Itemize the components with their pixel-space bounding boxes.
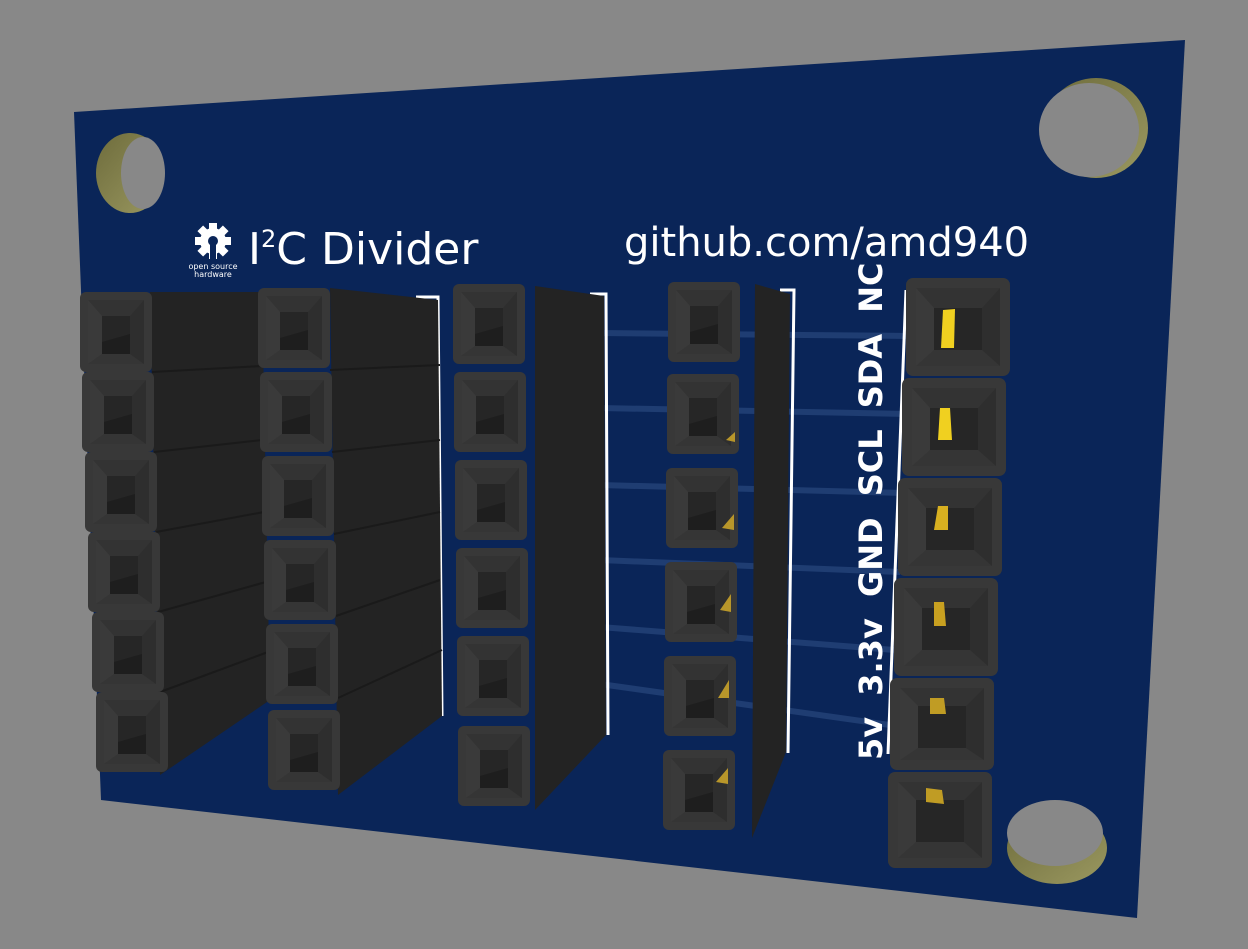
pin-labels: 5v 3.3v GND SCL SDA NC [852, 262, 890, 760]
header-2[interactable] [258, 288, 443, 795]
oshw-logo-line2: hardware [194, 270, 232, 279]
oshw-logo-line1: open source [188, 262, 237, 271]
pin-label-nc: NC [852, 262, 890, 312]
header-5[interactable] [888, 278, 1010, 868]
pin-label-row: 5v 3.3v GND SCL SDA NC [852, 262, 890, 760]
mounting-hole-bottom-right [1007, 800, 1107, 884]
pin-nc [941, 309, 955, 348]
pin-5v [926, 788, 944, 804]
oshw-logo: open source hardware [188, 223, 238, 279]
header-4[interactable] [663, 282, 790, 838]
gear-icon [195, 223, 231, 259]
pin-sda [938, 408, 952, 440]
pin-3v3 [930, 698, 946, 714]
mounting-hole-top-right [1039, 78, 1148, 178]
pin-scl [934, 506, 948, 530]
silkscreen-outlines [416, 288, 908, 755]
header-3[interactable] [453, 284, 606, 810]
pin-gnd [934, 602, 946, 626]
board-title-rest: C Divider [276, 224, 479, 275]
pin-label-scl: SCL [852, 429, 890, 496]
mounting-hole-top-left [96, 133, 165, 213]
pin-label-sda: SDA [852, 334, 890, 409]
header-4-pins [716, 432, 735, 784]
header-5-shell [888, 278, 1010, 868]
repo-url: github.com/amd940 [624, 220, 1029, 266]
board-title: I2C Divider [248, 224, 479, 275]
header-1[interactable] [80, 292, 270, 775]
pin-label-3v3: 3.3v [852, 618, 890, 696]
pin-label-5v: 5v [852, 717, 890, 760]
pin-label-gnd: GND [852, 517, 890, 597]
board-title-base: I [248, 224, 261, 275]
board-title-sup: 2 [261, 225, 276, 253]
